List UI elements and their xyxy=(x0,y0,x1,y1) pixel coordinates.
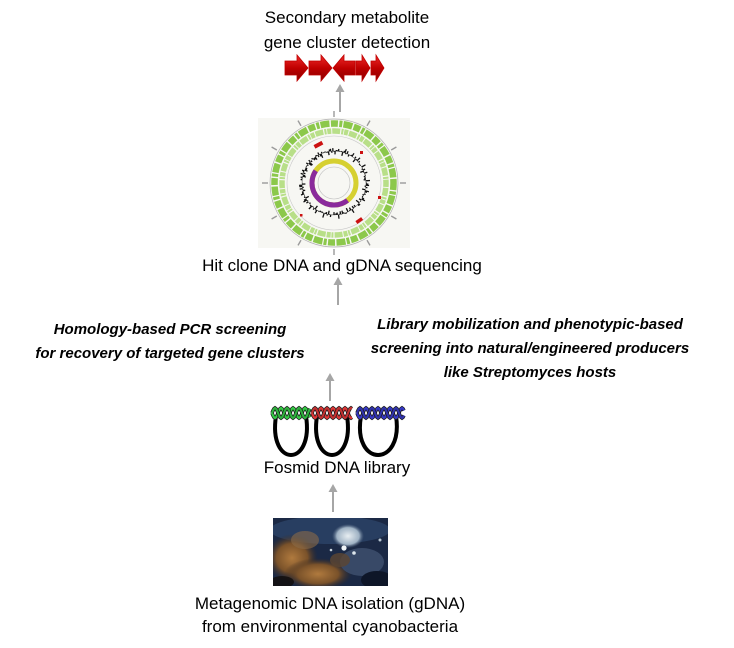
feature-mark xyxy=(360,151,363,154)
fosmid-library-label: Fosmid DNA library xyxy=(187,456,487,481)
gene-arrow-2 xyxy=(308,53,333,83)
sequencing-label-text: Hit clone DNA and gDNA sequencing xyxy=(202,256,482,275)
fosmid-backbone-1 xyxy=(273,415,309,457)
gc-spikes xyxy=(299,148,371,219)
fosmid-inserts xyxy=(270,405,406,421)
scale-mark xyxy=(297,239,302,246)
detection-title-line-2: gene cluster detection xyxy=(263,32,431,52)
fosmid-insert-3 xyxy=(355,405,406,421)
feature-mark xyxy=(378,196,381,199)
isolation-line-1: Metagenomic DNA isolation (gDNA) xyxy=(194,594,466,613)
fosmid-library xyxy=(270,405,406,457)
flow-arrow-to-library xyxy=(328,484,338,512)
scale-mark xyxy=(271,146,278,151)
fosmid-backbone-2 xyxy=(314,415,350,457)
genome-center-ring xyxy=(317,166,351,200)
circular-genome-map xyxy=(258,111,410,255)
phenotypic-screening-line-3: like Streptomyces hosts xyxy=(443,364,617,381)
genome-scale-labels xyxy=(262,111,406,255)
fosmid-library-text: Fosmid DNA library xyxy=(263,458,411,477)
fosmid-backbone-3 xyxy=(357,415,399,457)
phenotypic-screening-line-2: screening into natural/engineered produc… xyxy=(370,340,690,357)
helix-strand xyxy=(270,406,311,420)
gene-arrow-1 xyxy=(284,53,309,83)
scale-mark xyxy=(390,215,397,220)
phenotypic-screening-line-1: Library mobilization and phenotypic-base… xyxy=(377,316,683,333)
genome-feature-marks xyxy=(300,140,381,224)
detection-title-line-1: Secondary metabolite xyxy=(264,8,430,27)
feature-mark xyxy=(300,214,303,217)
genome-inner-cds-ring xyxy=(279,128,389,238)
scale-mark xyxy=(271,215,278,220)
gene-cluster-arrows xyxy=(284,53,385,83)
gc-content-track xyxy=(299,148,371,219)
detection-title: Secondary metabolite gene cluster detect… xyxy=(197,6,497,55)
scale-mark xyxy=(366,120,371,127)
sequencing-label: Hit clone DNA and gDNA sequencing xyxy=(142,254,542,279)
feature-mark xyxy=(313,140,324,149)
scale-mark xyxy=(366,239,371,246)
helix-strand xyxy=(355,406,405,420)
pcr-screening-line-1: Homology-based PCR screening xyxy=(53,321,287,338)
helix-strand xyxy=(310,406,353,420)
cyanobacteria-photo xyxy=(273,518,388,586)
feature-mark xyxy=(355,217,364,224)
genome-outer-cds-ring xyxy=(271,120,397,246)
flow-arrow-to-screening xyxy=(325,373,335,401)
genome-track-divider xyxy=(286,135,382,231)
fosmid-insert-1 xyxy=(270,405,312,421)
isolation-label: Metagenomic DNA isolation (gDNA) from en… xyxy=(130,592,530,638)
scale-mark xyxy=(297,120,302,127)
flow-arrow-to-sequencing xyxy=(333,277,343,305)
gene-arrow-5 xyxy=(370,53,385,83)
flow-arrow-to-detection xyxy=(335,84,345,112)
isolation-line-2: from environmental cyanobacteria xyxy=(201,617,459,636)
gc-skew-negative xyxy=(309,158,359,208)
pcr-screening-line-2: for recovery of targeted gene clusters xyxy=(35,345,305,362)
phenotypic-screening-label: Library mobilization and phenotypic-base… xyxy=(330,313,730,385)
scale-mark xyxy=(390,146,397,151)
gene-arrow-3 xyxy=(332,53,356,83)
pcr-screening-label: Homology-based PCR screening for recover… xyxy=(0,318,340,366)
gene-arrow-4 xyxy=(355,53,371,83)
genome-outline xyxy=(269,118,399,248)
fosmid-insert-2 xyxy=(310,405,354,421)
